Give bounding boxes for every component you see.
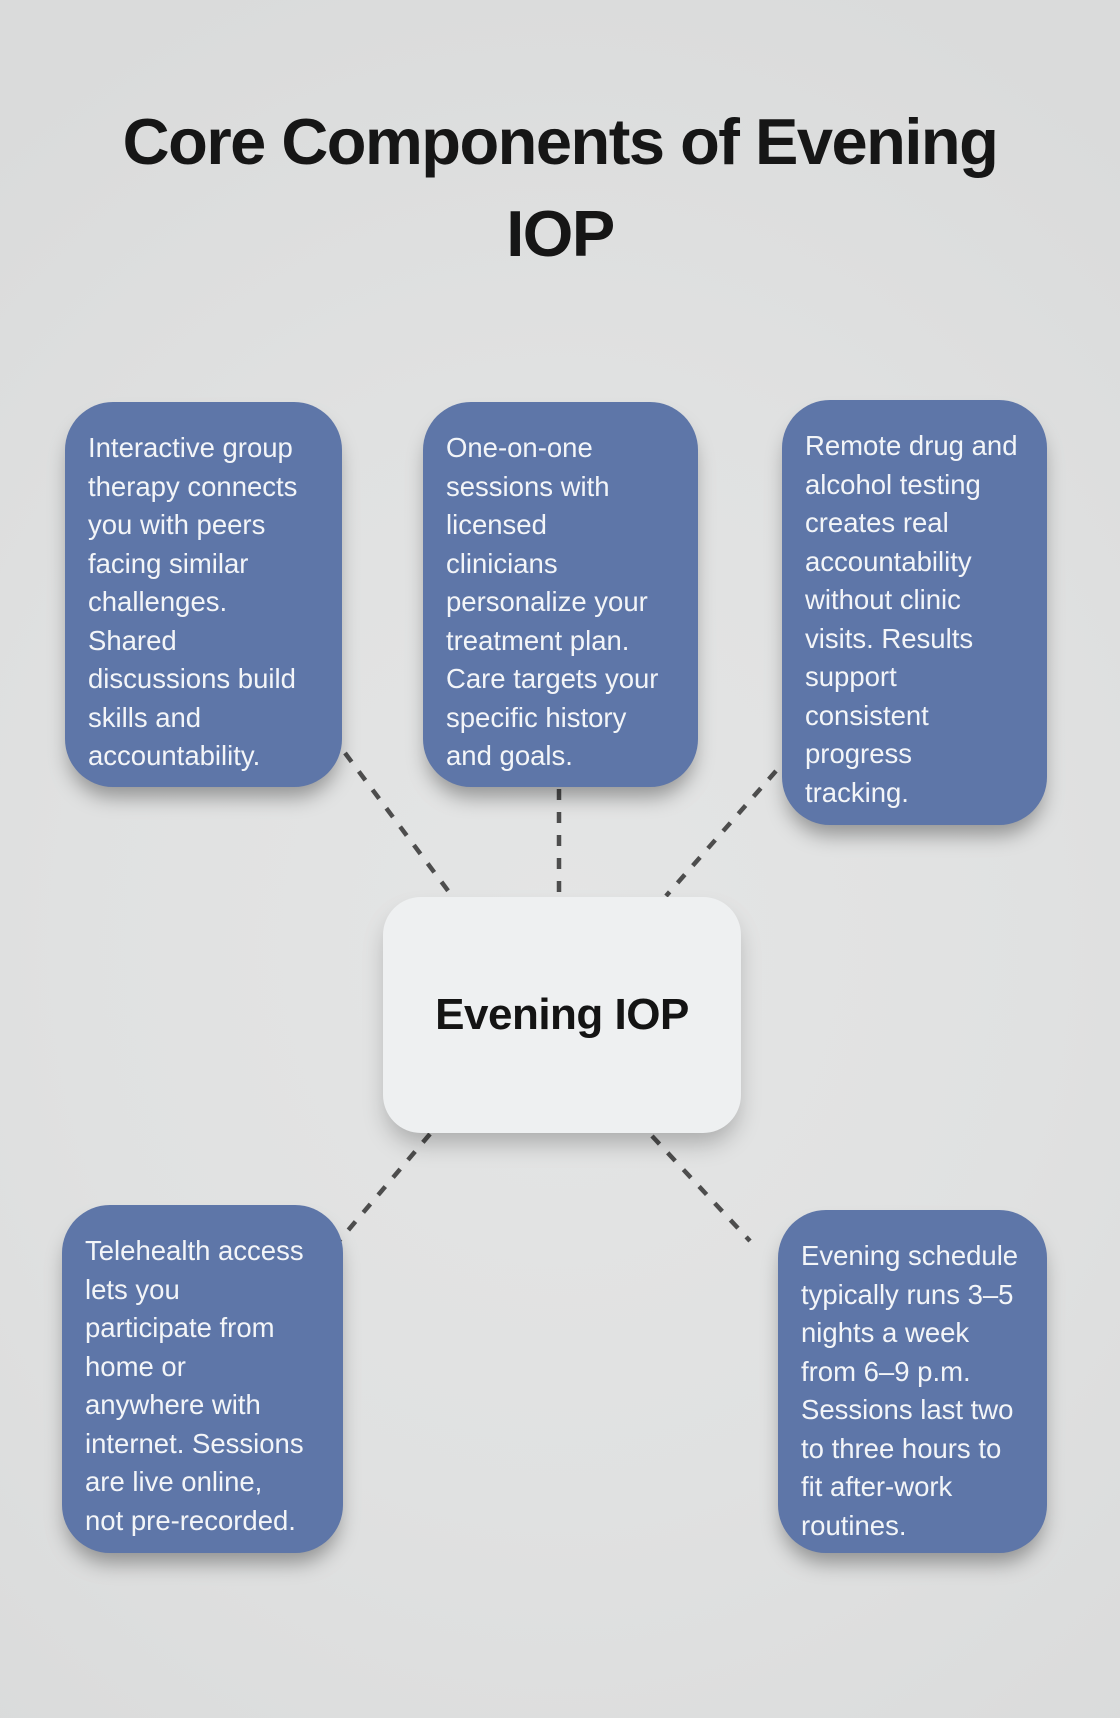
- node-remote-testing-text: Remote drug and alcohol testing creates …: [805, 430, 1018, 808]
- connector-bottom-left-line: [337, 1132, 432, 1243]
- node-evening-schedule-text: Evening schedule typically runs 3–5 nigh…: [801, 1240, 1019, 1541]
- connector-bottom-right-line: [650, 1134, 752, 1243]
- node-telehealth-access: Telehealth access lets you participate f…: [62, 1205, 343, 1553]
- node-telehealth-access-text: Telehealth access lets you participate f…: [85, 1235, 304, 1536]
- center-node-evening-iop: Evening IOP: [383, 897, 741, 1133]
- node-one-on-one-sessions-text: One-on-one sessions with licensed clinic…: [446, 432, 659, 771]
- node-evening-schedule: Evening schedule typically runs 3–5 nigh…: [778, 1210, 1047, 1553]
- node-group-therapy: Interactive group therapy connects you w…: [65, 402, 342, 787]
- node-group-therapy-text: Interactive group therapy connects you w…: [88, 432, 298, 771]
- center-node-label: Evening IOP: [435, 990, 689, 1039]
- page-title: Core Components of Evening IOP: [122, 105, 999, 270]
- node-remote-testing: Remote drug and alcohol testing creates …: [782, 400, 1047, 825]
- connector-top-left-line: [343, 751, 454, 898]
- node-one-on-one-sessions: One-on-one sessions with licensed clinic…: [423, 402, 698, 787]
- connector-top-right-line: [664, 769, 778, 898]
